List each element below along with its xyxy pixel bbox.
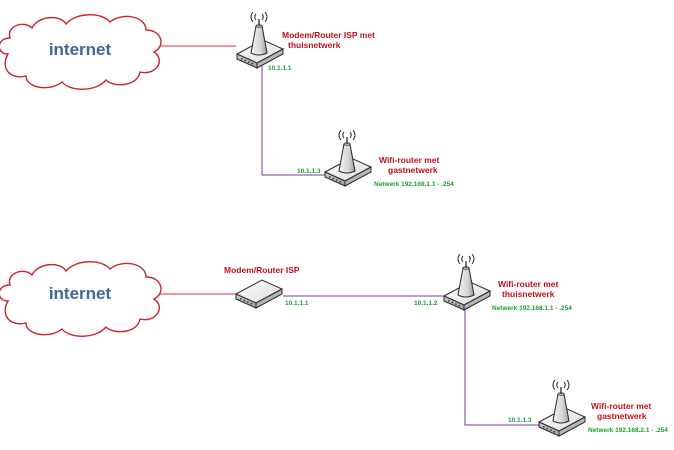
wifi1-network: Netwerk 192.168.1.1 - .254 (492, 305, 572, 312)
wifi-label-line2: gastnetwerk (388, 165, 438, 175)
wifi-network: Netwerk 192.168.1.1 - .254 (374, 181, 454, 188)
wifi-router-2-icon (539, 380, 585, 436)
wifi1-label-line2: thuisnetwerk (502, 289, 555, 299)
modem-router-icon (237, 12, 283, 68)
modem-ip: 10.1.1.1 (268, 65, 292, 72)
cloud-label: internet (49, 40, 112, 59)
modem-ip: 10.1.1.1 (285, 300, 309, 307)
internet-cloud-1: internet (0, 14, 162, 90)
diagram-2: internet Modem/Router ISP 10.1.1.1 Wifi-… (0, 254, 668, 436)
wifi1-ip: 10.1.1.2 (414, 300, 438, 307)
modem-icon (235, 279, 283, 309)
wifi-router-1-icon (444, 254, 490, 310)
internet-cloud-2: internet (0, 261, 162, 337)
modem-label: Modem/Router ISP (224, 265, 300, 275)
wifi-ip: 10.1.1.3 (297, 168, 321, 175)
wifi1-label-line1: Wifi-router met (498, 279, 559, 289)
diagram-1: internet Modem/Router ISP met thuisnetwe… (0, 12, 454, 188)
wifi2-network: Netwerk 192.168.2.1 - .254 (588, 427, 668, 434)
wifi-router-icon (325, 130, 371, 186)
wifi-label-line1: Wifi-router met (379, 155, 440, 165)
wifi2-ip: 10.1.1.3 (508, 417, 532, 424)
link-wifi1-wifi2 (464, 307, 540, 426)
wifi2-label-line1: Wifi-router met (591, 401, 652, 411)
wifi2-label-line2: gastnetwerk (597, 411, 647, 421)
link-modem-wifi-1 (261, 60, 335, 176)
cloud-label: internet (49, 284, 112, 303)
modem-label-line2: thuisnetwerk (288, 40, 341, 50)
modem-label-line1: Modem/Router ISP met (282, 30, 375, 40)
